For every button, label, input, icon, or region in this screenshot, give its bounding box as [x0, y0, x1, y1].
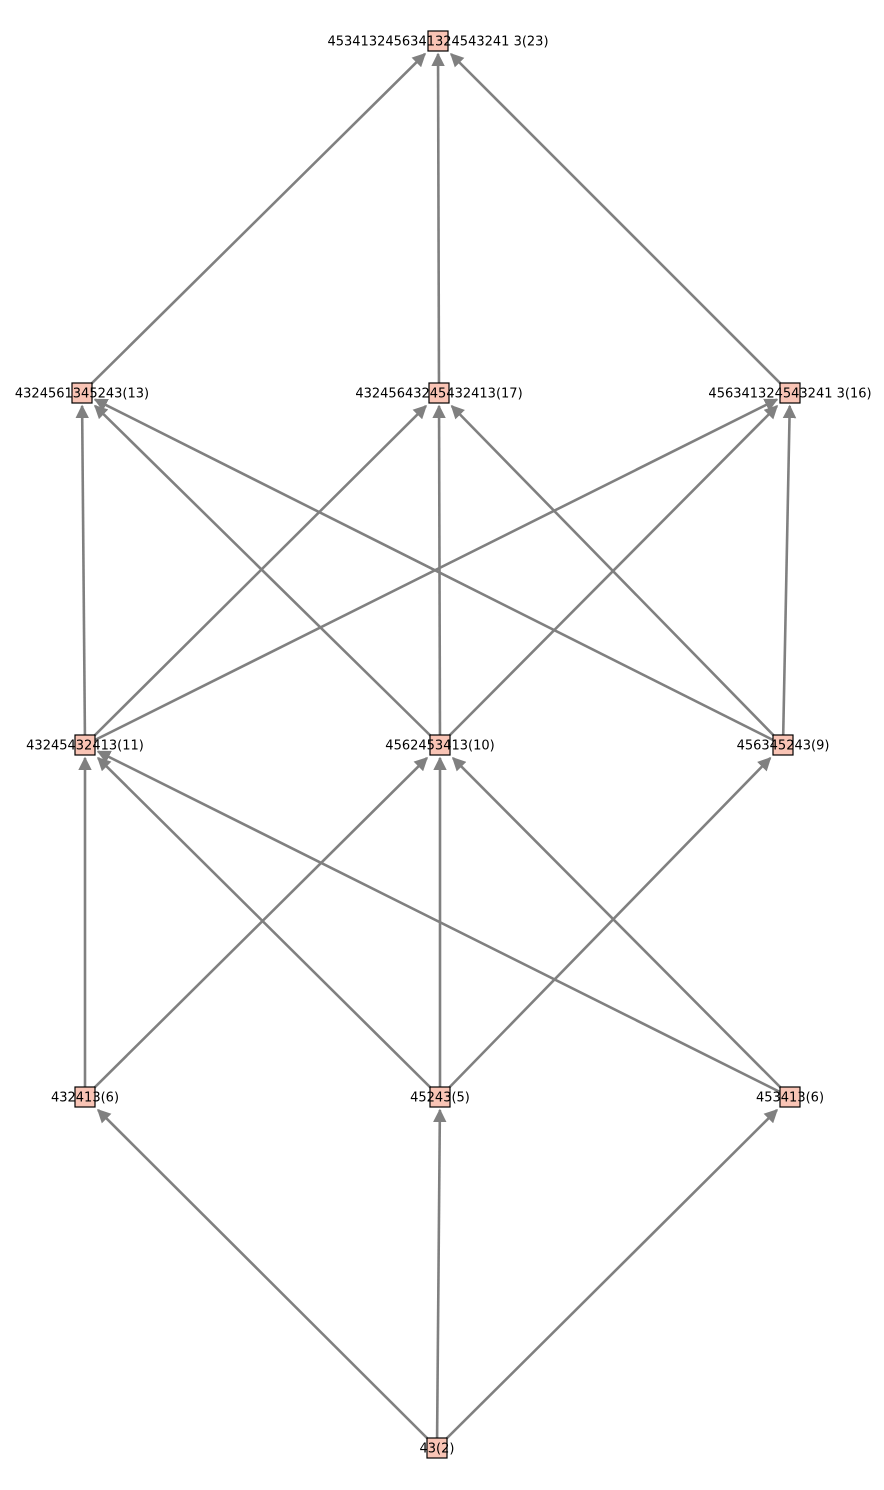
node-label: 432413(6)	[51, 1091, 119, 1106]
node-n5: 45243(5)	[410, 1086, 470, 1108]
node-n23: 4534132456341324543241 3(23)	[327, 30, 549, 52]
node-layer: 4534132456341324543241 3(23) 432456134524…	[15, 30, 872, 1459]
edge-n9-to-n17	[450, 405, 784, 746]
edge-n6b-to-n11	[96, 750, 791, 1099]
node-box	[71, 382, 93, 404]
node-label: 43245643245432413(17)	[355, 387, 522, 402]
node-label: 45243(5)	[410, 1091, 470, 1106]
edge-n13-to-n23	[81, 52, 426, 394]
node-n2: 43(2)	[420, 1437, 455, 1459]
node-n9: 456345243(9)	[737, 734, 830, 756]
edge-n17-to-n23	[431, 52, 445, 394]
node-box	[74, 734, 96, 756]
edge-n9-to-n13	[93, 398, 784, 747]
node-label: 456345243(9)	[737, 739, 830, 754]
node-n11: 43245432413(11)	[26, 734, 144, 756]
edge-n9-to-n16	[781, 404, 797, 746]
node-box	[429, 1086, 451, 1108]
edge-layer	[75, 52, 797, 1449]
node-box	[426, 1437, 448, 1459]
edge-n10-to-n16	[439, 405, 779, 746]
node-box	[779, 1086, 801, 1108]
node-box	[428, 382, 450, 404]
node-box	[772, 734, 794, 756]
node-label: 4324561345243(13)	[15, 387, 149, 402]
node-label: 4534132456341324543241 3(23)	[327, 35, 548, 50]
edge-n10-to-n13	[94, 404, 441, 746]
edge-n5-to-n11	[97, 756, 441, 1098]
edge-n16-to-n23	[450, 53, 791, 394]
node-box	[429, 734, 451, 756]
node-box	[74, 1086, 96, 1108]
edge-n10-to-n17	[432, 404, 446, 746]
edge-n2-to-n6b	[436, 1108, 778, 1449]
edge-n5-to-n9	[439, 757, 772, 1098]
edge-n2-to-n6a	[97, 1109, 438, 1449]
node-label: 43245432413(11)	[26, 739, 144, 754]
edge-n2-to-n5	[433, 1108, 447, 1449]
node-box	[779, 382, 801, 404]
node-n16: 456341324543241 3(16)	[708, 382, 872, 404]
node-n10: 4562453413(10)	[385, 734, 495, 756]
node-n6b: 453413(6)	[756, 1086, 824, 1108]
edge-n11-to-n17	[84, 404, 427, 746]
node-label: 43(2)	[420, 1442, 455, 1457]
edge-n6b-to-n10	[451, 757, 791, 1098]
node-label: 453413(6)	[756, 1091, 824, 1106]
node-label: 4562453413(10)	[385, 739, 494, 754]
edge-n11-to-n13	[75, 404, 89, 746]
edge-n6a-to-n10	[84, 756, 428, 1098]
node-box	[427, 30, 449, 52]
node-n6a: 432413(6)	[51, 1086, 119, 1108]
node-n17: 43245643245432413(17)	[355, 382, 523, 404]
node-n13: 4324561345243(13)	[15, 382, 149, 404]
edge-n11-to-n16	[84, 398, 779, 747]
node-label: 456341324543241 3(16)	[708, 387, 871, 402]
